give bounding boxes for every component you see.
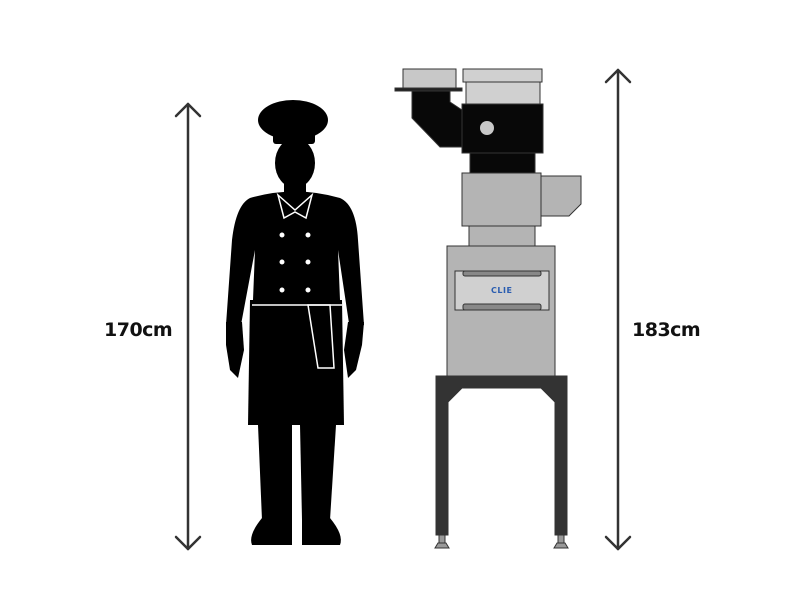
machine-height-arrow: [604, 68, 632, 551]
machine-height-label: 183cm: [632, 319, 701, 341]
machine-illustration: [394, 68, 582, 549]
chef-silhouette: [226, 100, 364, 545]
chef-details: [252, 192, 342, 369]
person-height-arrow: [174, 102, 202, 551]
machine-brand-label: CLIE: [491, 286, 513, 295]
person-height-label: 170cm: [104, 319, 173, 341]
